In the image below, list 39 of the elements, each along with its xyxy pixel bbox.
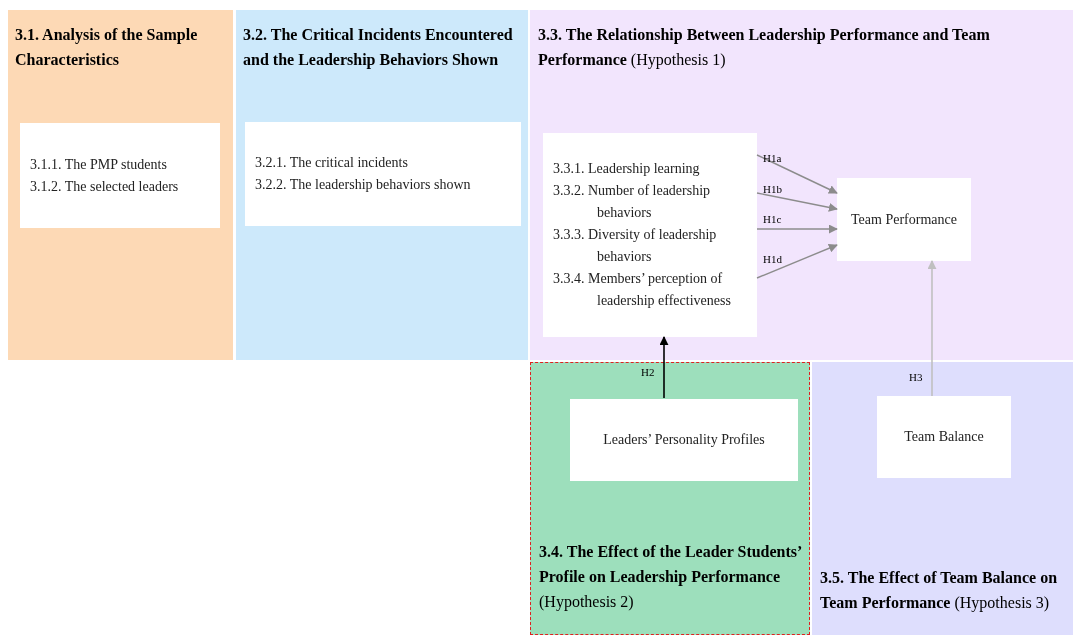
text-box bbox=[837, 178, 971, 261]
list-item: 3.2.2. The leadership behaviors shown bbox=[255, 176, 472, 194]
list-item: 3.1.2. The selected leaders bbox=[30, 177, 180, 196]
text-box bbox=[543, 133, 757, 337]
section-heading: 3.4. The Effect of the Leader Students’ Profile on Leadership Performance (Hypothesis 2) bbox=[539, 542, 803, 613]
arrow bbox=[659, 336, 669, 399]
arrow bbox=[756, 243, 838, 279]
text-box bbox=[20, 123, 220, 228]
edge-label: H1d bbox=[762, 253, 783, 265]
arrow bbox=[756, 192, 838, 212]
box-label: Team Performance bbox=[851, 210, 957, 229]
list-item: 3.1.1. The PMP students bbox=[30, 155, 168, 174]
box-label: Team Balance bbox=[904, 428, 984, 446]
arrow bbox=[756, 154, 838, 194]
text-box bbox=[245, 122, 521, 226]
text-box bbox=[570, 399, 798, 481]
section-panel bbox=[8, 10, 233, 360]
section-heading: 3.5. The Effect of Team Balance on Team Performance (Hypothesis 3) bbox=[820, 568, 1059, 614]
edge-label: H1c bbox=[762, 213, 783, 225]
edge-label: H3 bbox=[908, 371, 924, 383]
section-heading: 3.1. Analysis of the Sample Characteristics bbox=[15, 25, 199, 70]
list-item: 3.3.1. Leadership learning bbox=[553, 160, 701, 178]
section-heading: 3.2. The Critical Incidents Encountered and the Leadership Behaviors Shown bbox=[243, 25, 514, 71]
edge-label: H2 bbox=[640, 366, 656, 378]
section-panel bbox=[530, 10, 1073, 360]
list-item: 3.3.3. Diversity of leadership behaviors bbox=[553, 226, 718, 266]
arrow bbox=[927, 260, 937, 397]
section-panel bbox=[530, 362, 810, 635]
text-box bbox=[877, 396, 1011, 478]
edge-label: H1a bbox=[762, 152, 783, 164]
box-label: Leaders’ Personality Profiles bbox=[603, 431, 765, 449]
list-item: 3.3.4. Members’ perception of leadership effectiveness bbox=[553, 270, 732, 310]
section-panel bbox=[812, 362, 1073, 635]
arrow bbox=[756, 224, 838, 234]
section-panel bbox=[236, 10, 528, 360]
list-item: 3.3.2. Number of leadership behaviors bbox=[553, 182, 712, 222]
edge-label: H1b bbox=[762, 183, 783, 195]
section-heading: 3.3. The Relationship Between Leadership Performance and Team Performance (Hypothesis 1) bbox=[538, 25, 991, 71]
list-item: 3.2.1. The critical incidents bbox=[255, 154, 409, 172]
